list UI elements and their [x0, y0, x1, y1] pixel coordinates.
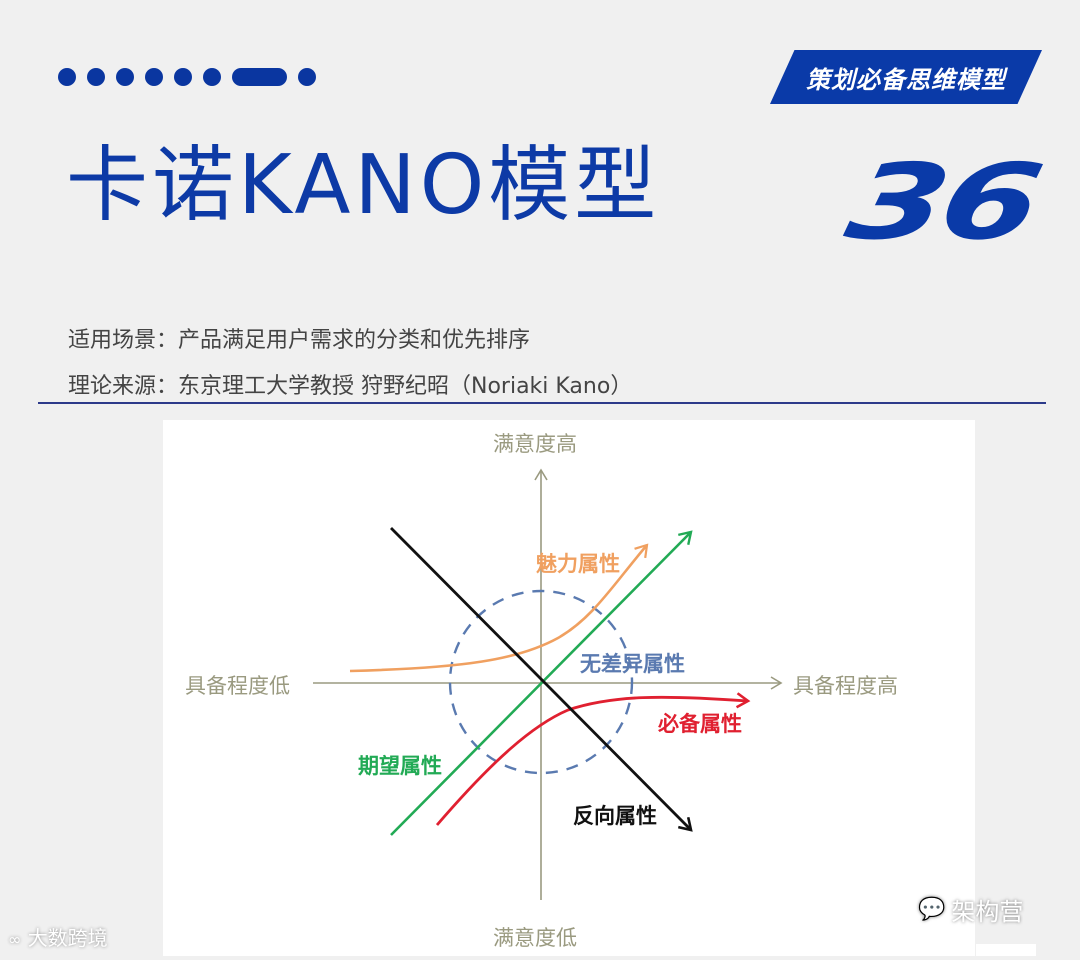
must-be-label: 必备属性 [658, 712, 742, 736]
tag-background [770, 50, 1042, 104]
dot [174, 68, 192, 86]
watermark-logo-icon: ∞ [8, 930, 22, 949]
watermark-left-text: 大数跨境 [27, 926, 108, 950]
reverse-label: 反向属性 [573, 804, 657, 828]
attractive-label: 魅力属性 [536, 552, 620, 576]
kano-diagram: 满意度高 满意度低 具备程度低 具备程度高 魅力属性 无差异属性 必备属性 期望… [163, 420, 975, 956]
series-tag: 策划必备思维模型 [770, 50, 1042, 104]
x-axis-left-label: 具备程度低 [185, 674, 290, 698]
indifferent-circle [448, 589, 634, 775]
must-be-curve [435, 697, 748, 826]
y-axis-bottom-label: 满意度低 [493, 926, 577, 950]
scenario-text: 适用场景：产品满足用户需求的分类和优先排序 [68, 328, 531, 353]
one-dimensional-line [390, 532, 691, 836]
divider [38, 402, 1046, 404]
source-text: 理论来源：东京理工大学教授 狩野纪昭（Noriaki Kano） [68, 374, 633, 399]
decorative-dots [58, 68, 316, 86]
watermark-left: ∞ 大数跨境 [8, 922, 108, 951]
indifferent-label: 无差异属性 [580, 652, 685, 676]
x-axis-right-label: 具备程度高 [793, 674, 898, 698]
page-title: 卡诺KANO模型 [66, 138, 661, 233]
watermark-right-text: 架构营 [951, 898, 1024, 926]
dot [87, 68, 105, 86]
y-axis-top-label: 满意度高 [493, 432, 577, 456]
attractive-curve [349, 543, 649, 673]
wechat-icon: 💬 [918, 897, 946, 922]
dot [203, 68, 221, 86]
pill [232, 68, 287, 86]
reverse-line [390, 527, 691, 830]
dot [116, 68, 134, 86]
tag-text: 策划必备思维模型 [806, 65, 1006, 94]
model-number: 36 [837, 141, 1048, 263]
dot [145, 68, 163, 86]
dot [298, 68, 316, 86]
watermark-bar [976, 944, 1036, 956]
one-dimensional-label: 期望属性 [358, 754, 442, 778]
dot [58, 68, 76, 86]
watermark-right: 💬 架构营 [918, 892, 1023, 927]
